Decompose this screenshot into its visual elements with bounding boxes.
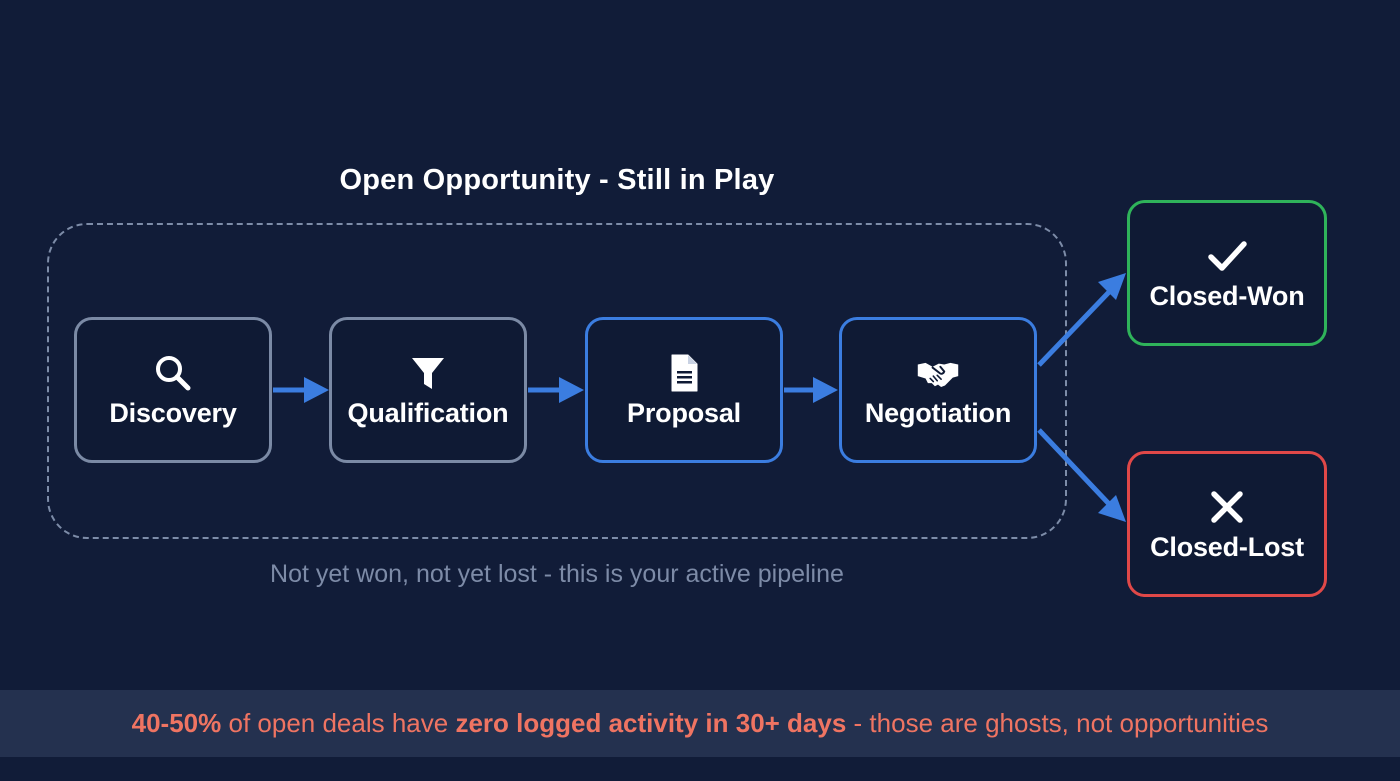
banner-text-2: - those are ghosts, not opportunities [846,708,1269,738]
x-icon [1206,486,1248,528]
stage-negotiation: Negotiation [839,317,1037,463]
stage-label: Qualification [347,397,509,428]
stage-label: Discovery [109,397,237,428]
outcome-label: Closed-Won [1149,280,1305,311]
document-icon [663,352,705,394]
search-icon [152,352,194,394]
handshake-icon [917,352,959,394]
outcome-label: Closed-Lost [1150,531,1304,562]
checkmark-icon [1206,235,1248,277]
insight-banner: 40-50% of open deals have zero logged ac… [0,690,1400,757]
stage-label: Proposal [627,397,741,428]
stage-qualification: Qualification [329,317,527,463]
stage-label: Negotiation [864,397,1012,428]
banner-text: 40-50% of open deals have zero logged ac… [132,708,1269,739]
outcome-closed-lost: Closed-Lost [1127,451,1327,597]
stage-proposal: Proposal [585,317,783,463]
funnel-icon [407,352,449,394]
open-opportunity-group [47,223,1067,539]
banner-emphasis: zero logged activity in 30+ days [455,708,847,738]
banner-text-1: of open deals have [221,708,456,738]
banner-stat: 40-50% [131,708,222,738]
group-title: Open Opportunity - Still in Play [339,164,775,196]
stage-discovery: Discovery [74,317,272,463]
group-caption: Not yet won, not yet lost - this is your… [270,560,844,588]
outcome-closed-won: Closed-Won [1127,200,1327,346]
